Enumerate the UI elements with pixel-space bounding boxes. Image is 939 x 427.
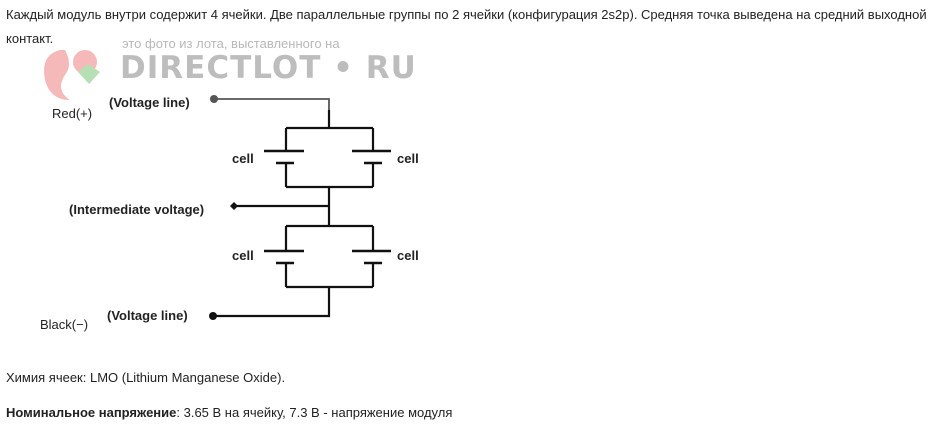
voltage-line-bottom: (Voltage line)	[107, 308, 188, 323]
cell-plates	[264, 149, 391, 265]
nominal-value: : 3.65 В на ячейку, 7.3 В - напряжение м…	[176, 405, 453, 420]
nominal-voltage: Номинальное напряжение: 3.65 В на ячейку…	[6, 405, 452, 420]
cell-label: cell	[232, 248, 254, 263]
red-label: Red(+)	[52, 106, 93, 121]
watermark-brand: DIRECTLOT • RU	[120, 50, 417, 86]
terminal-black	[209, 312, 217, 320]
voltage-line-top: (Voltage line)	[109, 95, 190, 110]
terminal-intermediate	[230, 202, 238, 210]
black-label: Black(−)	[40, 317, 89, 332]
cell-label: cell	[397, 151, 419, 166]
intermediate-label: (Intermediate voltage)	[69, 202, 205, 217]
intro-paragraph: Каждый модуль внутри содержит 4 ячейки. …	[6, 7, 927, 46]
cell-label: cell	[397, 248, 419, 263]
watermark-text: это фото из лота, выставленного на	[122, 36, 340, 51]
cell-label: cell	[232, 151, 254, 166]
chemistry-text: Химия ячеек: LMO (Lithium Manganese Oxid…	[6, 370, 286, 385]
nominal-label: Номинальное напряжение	[6, 405, 177, 420]
terminal-red	[210, 95, 218, 103]
